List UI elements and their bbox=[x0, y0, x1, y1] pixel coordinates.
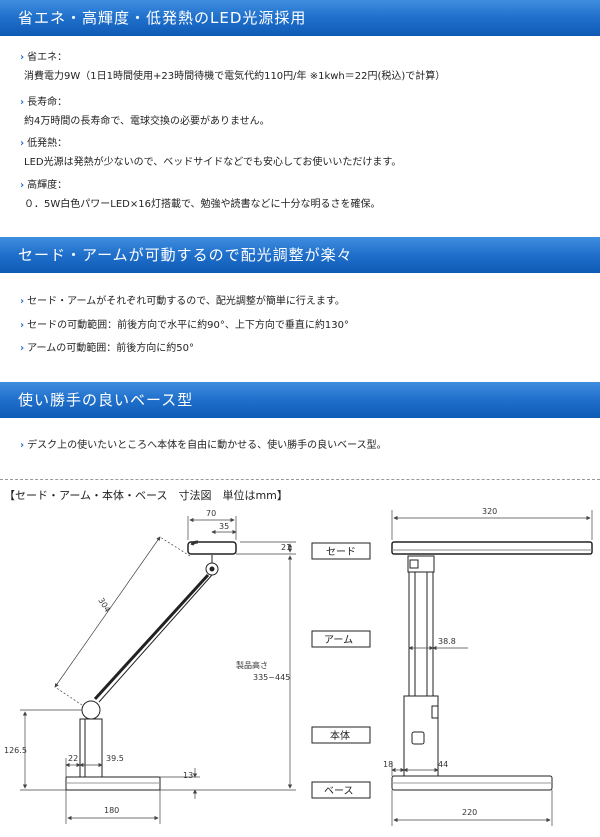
bullet-adjust-1: セード・アームがそれぞれ可動するので、配光調整が簡単に行えます。 bbox=[20, 292, 345, 307]
feature-head-lifespan: 長寿命： bbox=[20, 93, 67, 108]
section-title: セード・アームが可動するので配光調整が楽々 bbox=[18, 246, 353, 264]
bullet-adjust-3: アームの可動範囲：前後方向に約50° bbox=[20, 339, 194, 354]
diagram-title: 【セード・アーム・本体・ベース 寸法図 単位はmm】 bbox=[4, 489, 288, 502]
feature-head-energy: 省エネ： bbox=[20, 48, 67, 63]
feature-head-lowheat: 低発熱： bbox=[20, 134, 67, 149]
dim-22: 22 bbox=[68, 754, 78, 763]
label-arm: アーム bbox=[324, 634, 353, 646]
dim-shade-inner: 35 bbox=[219, 522, 229, 531]
dim-total-height-label: 製品高さ bbox=[236, 660, 268, 670]
section-banner-base: 使い勝手の良いベース型 bbox=[0, 382, 600, 418]
section-banner-led: 省エネ・高輝度・低発熱のLED光源採用 bbox=[0, 0, 600, 36]
front-view bbox=[391, 541, 593, 791]
section-title: 省エネ・高輝度・低発熱のLED光源採用 bbox=[18, 9, 307, 27]
dim-arm-width: 38.8 bbox=[438, 637, 456, 646]
feature-head-brightness: 高輝度： bbox=[20, 176, 67, 191]
section-banner-adjust: セード・アームが可動するので配光調整が楽々 bbox=[0, 237, 600, 273]
side-arm bbox=[93, 573, 210, 701]
dim-18: 18 bbox=[383, 760, 393, 769]
feature-body-energy: 消費電力9W（1日1時間使用+23時間待機で電気代約110円/年 ※1kwh＝2… bbox=[24, 71, 446, 82]
dim-body-height: 126.5 bbox=[4, 746, 27, 755]
dim-base-thick: 13 bbox=[183, 771, 193, 780]
side-body bbox=[79, 718, 103, 778]
bullet-adjust-2: セードの可動範囲：前後方向で水平に約90°、上下方向で垂直に約130° bbox=[20, 316, 349, 331]
dim-total-height: 335~445 bbox=[253, 673, 290, 682]
label-shade: セード bbox=[326, 546, 356, 558]
dim-44: 44 bbox=[438, 760, 448, 769]
dim-shade-height: 21 bbox=[281, 543, 291, 552]
side-view bbox=[65, 540, 237, 791]
dimension-diagram: 70 35 21 304 製品高さ 335~445 126.5 22 39.5 … bbox=[4, 507, 593, 826]
dim-base-width: 180 bbox=[104, 806, 119, 815]
feature-body-brightness: ０．5W白色パワーLED×16灯搭載で、勉強や読書などに十分な明るさを確保。 bbox=[24, 199, 381, 210]
front-arm bbox=[408, 571, 434, 697]
label-body: 本体 bbox=[330, 729, 350, 742]
divider bbox=[0, 479, 600, 480]
label-base: ベース bbox=[324, 785, 354, 797]
dim-arm-length: 304 bbox=[96, 596, 112, 614]
feature-body-lifespan: 約4万時間の長寿命で、電球交換の必要がありません。 bbox=[24, 116, 270, 127]
side-shade bbox=[187, 541, 237, 555]
bullet-base-1: デスク上の使いたいところへ本体を自由に動かせる、使い勝手の良いベース型。 bbox=[20, 436, 387, 451]
front-shade bbox=[391, 541, 593, 555]
section-title: 使い勝手の良いベース型 bbox=[18, 391, 194, 409]
body-joint bbox=[81, 700, 101, 720]
feature-body-lowheat: LED光源は発熱が少ないので、ベッドサイドなどでも安心してお使いいただけます。 bbox=[24, 157, 402, 168]
dim-front-width: 320 bbox=[482, 507, 497, 516]
dim-39-5: 39.5 bbox=[106, 754, 124, 763]
dim-shade-width: 70 bbox=[206, 509, 216, 518]
dim-front-base: 220 bbox=[462, 808, 477, 817]
